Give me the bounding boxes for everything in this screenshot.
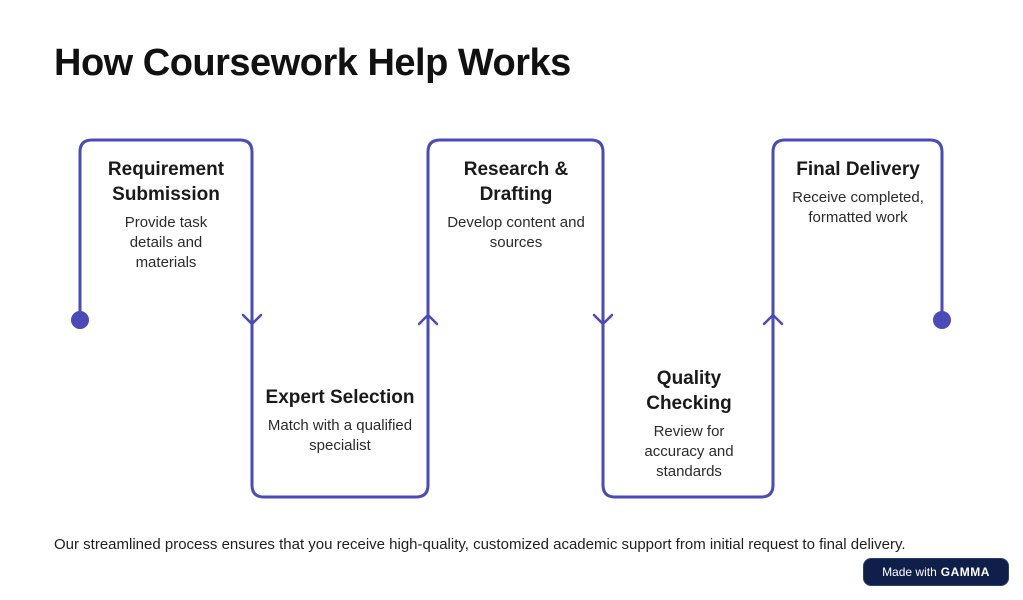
step-description: Match with a qualified specialist [267, 417, 413, 454]
step-title: Quality Checking [646, 368, 732, 414]
arrow-down-icon [592, 313, 614, 326]
start-dot [71, 311, 89, 329]
step-description: Receive completed, formatted work [792, 189, 924, 226]
step-title: Research & Drafting [463, 159, 569, 205]
page-title: How Coursework Help Works [54, 42, 571, 84]
step-quality-checking: Quality Checking Review for accuracy and… [624, 366, 754, 482]
step-research-drafting: Research & Drafting Develop content and … [441, 157, 591, 253]
step-title: Expert Selection [265, 387, 415, 408]
made-with-gamma-badge[interactable]: Made with GAMMA [863, 558, 1009, 586]
badge-prefix: Made with [882, 565, 937, 579]
step-title: Final Delivery [796, 159, 920, 180]
step-description: Provide task details and materials [124, 214, 208, 271]
flow-path [78, 138, 944, 499]
step-description: Develop content and sources [447, 214, 585, 251]
footer-text: Our streamlined process ensures that you… [54, 536, 906, 553]
step-requirement-submission: Requirement Submission Provide task deta… [101, 157, 231, 273]
arrow-down-icon [241, 313, 263, 326]
step-expert-selection: Expert Selection Match with a qualified … [265, 385, 415, 456]
step-description: Review for accuracy and standards [644, 423, 734, 480]
step-final-delivery: Final Delivery Receive completed, format… [788, 157, 928, 228]
arrow-up-icon [417, 313, 439, 326]
end-dot [933, 311, 951, 329]
gamma-logo: GAMMA [940, 565, 990, 579]
step-title: Requirement Submission [107, 159, 225, 205]
arrow-up-icon [762, 313, 784, 326]
